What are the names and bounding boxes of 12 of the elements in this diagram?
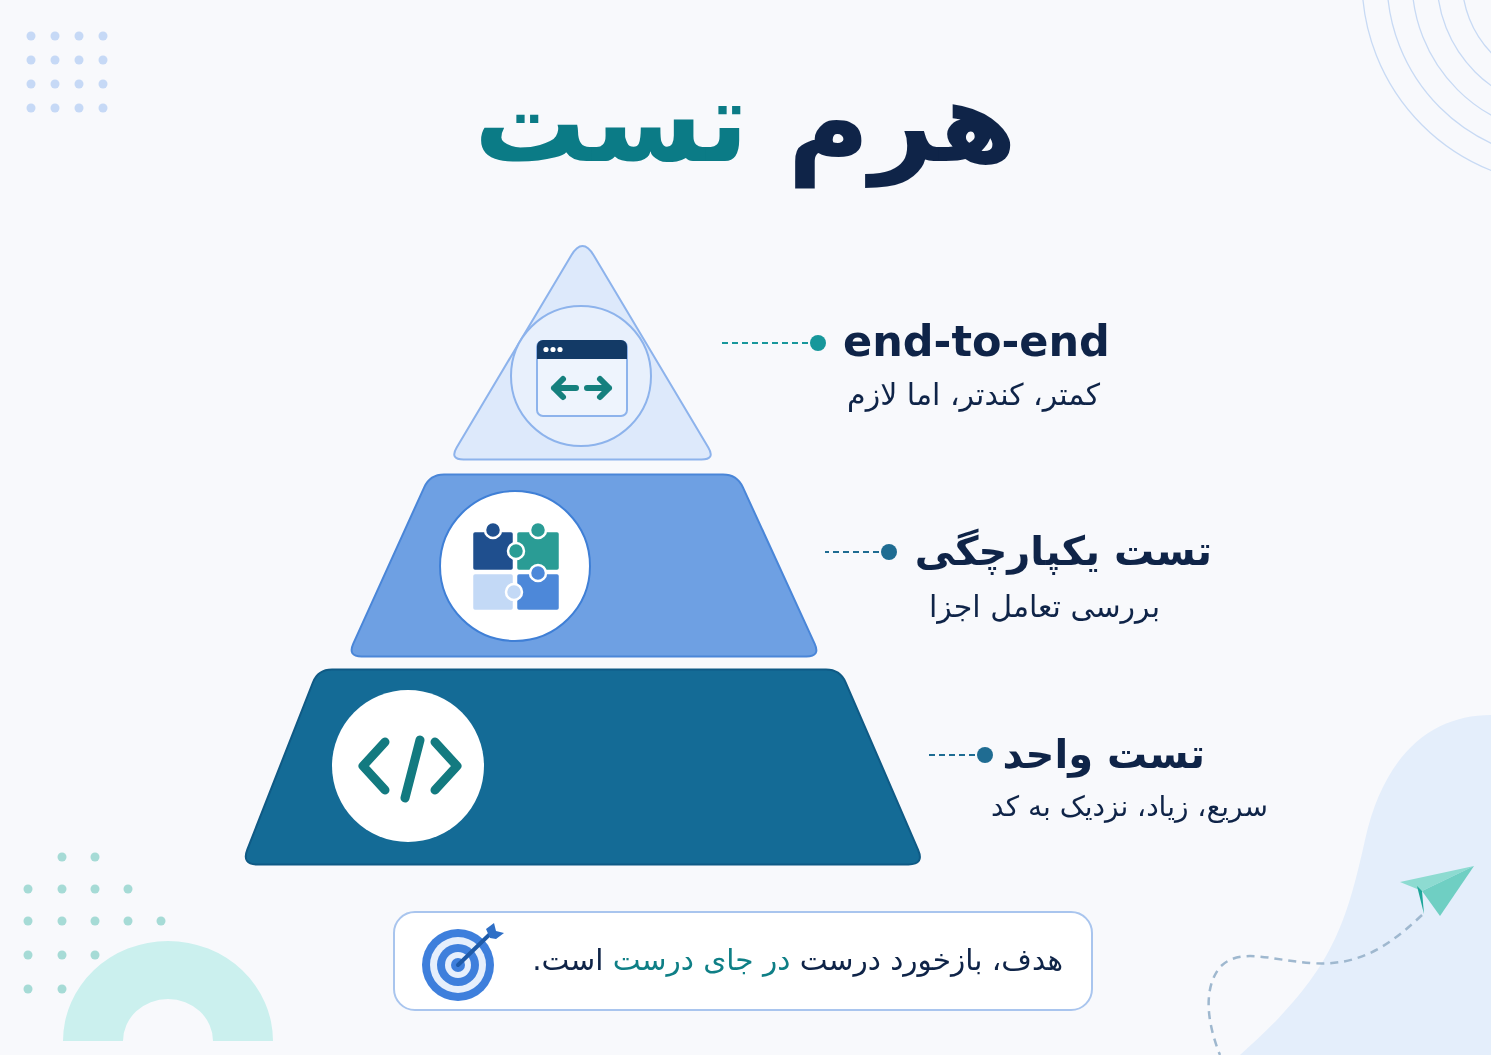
- tier-heading: تست یکپارچگی: [914, 527, 1212, 575]
- tier-description: بررسی تعامل اجزا: [928, 589, 1160, 625]
- leader-line: [824, 544, 897, 560]
- tier-description: کمتر، کندتر، اما لازم: [847, 377, 1100, 413]
- tier-heading: end-to-end: [843, 316, 1110, 368]
- leader-line: [928, 747, 993, 763]
- leader-line: [719, 335, 826, 351]
- tier-heading: تست واحد: [1002, 730, 1205, 778]
- note-card: [393, 911, 1093, 1011]
- tier-description: سریع، زیاد، نزدیک به کد: [991, 790, 1268, 824]
- title: هرم تست: [474, 56, 1017, 191]
- note-text: هدف، بازخورد درست در جای درست است.: [532, 943, 1063, 979]
